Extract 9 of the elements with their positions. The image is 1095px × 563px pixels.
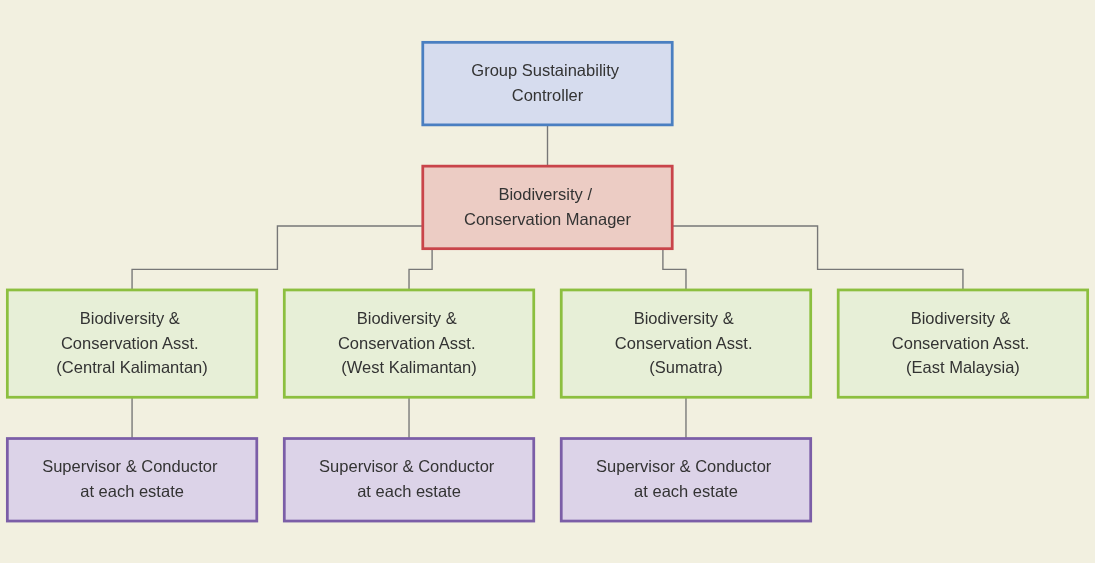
node-box: Biodiversity & Conservation Asst. (Central Kalimantan): [5, 288, 259, 399]
node-box: Group Sustainability Controller: [421, 40, 674, 127]
node-box: Supervisor & Conductor at each estate: [282, 436, 536, 523]
node-box: Biodiversity & Conservation Asst. (West Kalimantan): [282, 288, 536, 399]
node-box: Biodiversity & Conservation Asst. (Sumatra): [559, 288, 813, 399]
node-box: Supervisor & Conductor at each estate: [559, 436, 813, 523]
node-box: Supervisor & Conductor at each estate: [5, 436, 259, 523]
node-box: Biodiversity & Conservation Asst. (East Malaysia): [836, 288, 1090, 399]
node-box: Biodiversity / Conservation Manager: [421, 164, 674, 250]
